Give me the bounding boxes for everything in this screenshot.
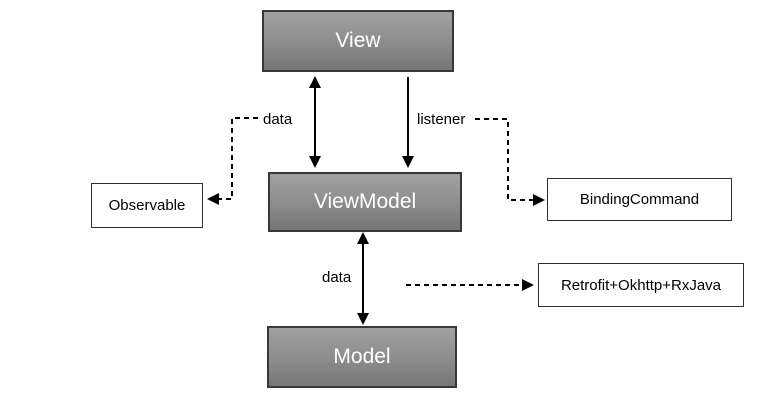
node-view-label: View	[335, 29, 381, 52]
arrow-viewmodel-model-data	[357, 232, 369, 325]
node-model-label: Model	[333, 345, 391, 368]
arrow-view-viewmodel-listener	[402, 77, 414, 168]
dashed-arrow-data-retrofit	[406, 279, 534, 291]
node-viewmodel: ViewModel	[268, 172, 462, 232]
dashed-arrow-data-observable	[207, 117, 258, 205]
node-retrofit-okhttp-rxjava-label: Retrofit+Okhttp+RxJava	[560, 276, 722, 294]
edge-label-data-bottom: data	[322, 269, 352, 286]
dashed-arrow-listener-bindingcommand	[475, 118, 545, 206]
node-bindingcommand: BindingCommand	[547, 178, 732, 221]
node-model: Model	[267, 326, 457, 388]
node-bindingcommand-label: BindingCommand	[579, 191, 700, 208]
arrow-view-viewmodel-data	[309, 76, 321, 168]
edge-label-data-top: data	[263, 111, 293, 128]
node-retrofit-okhttp-rxjava: Retrofit+Okhttp+RxJava	[538, 263, 744, 307]
edge-label-listener: listener	[417, 111, 466, 128]
node-view: View	[262, 10, 454, 72]
node-observable: Observable	[91, 183, 203, 228]
node-observable-label: Observable	[108, 197, 186, 214]
node-viewmodel-label: ViewModel	[313, 190, 417, 213]
